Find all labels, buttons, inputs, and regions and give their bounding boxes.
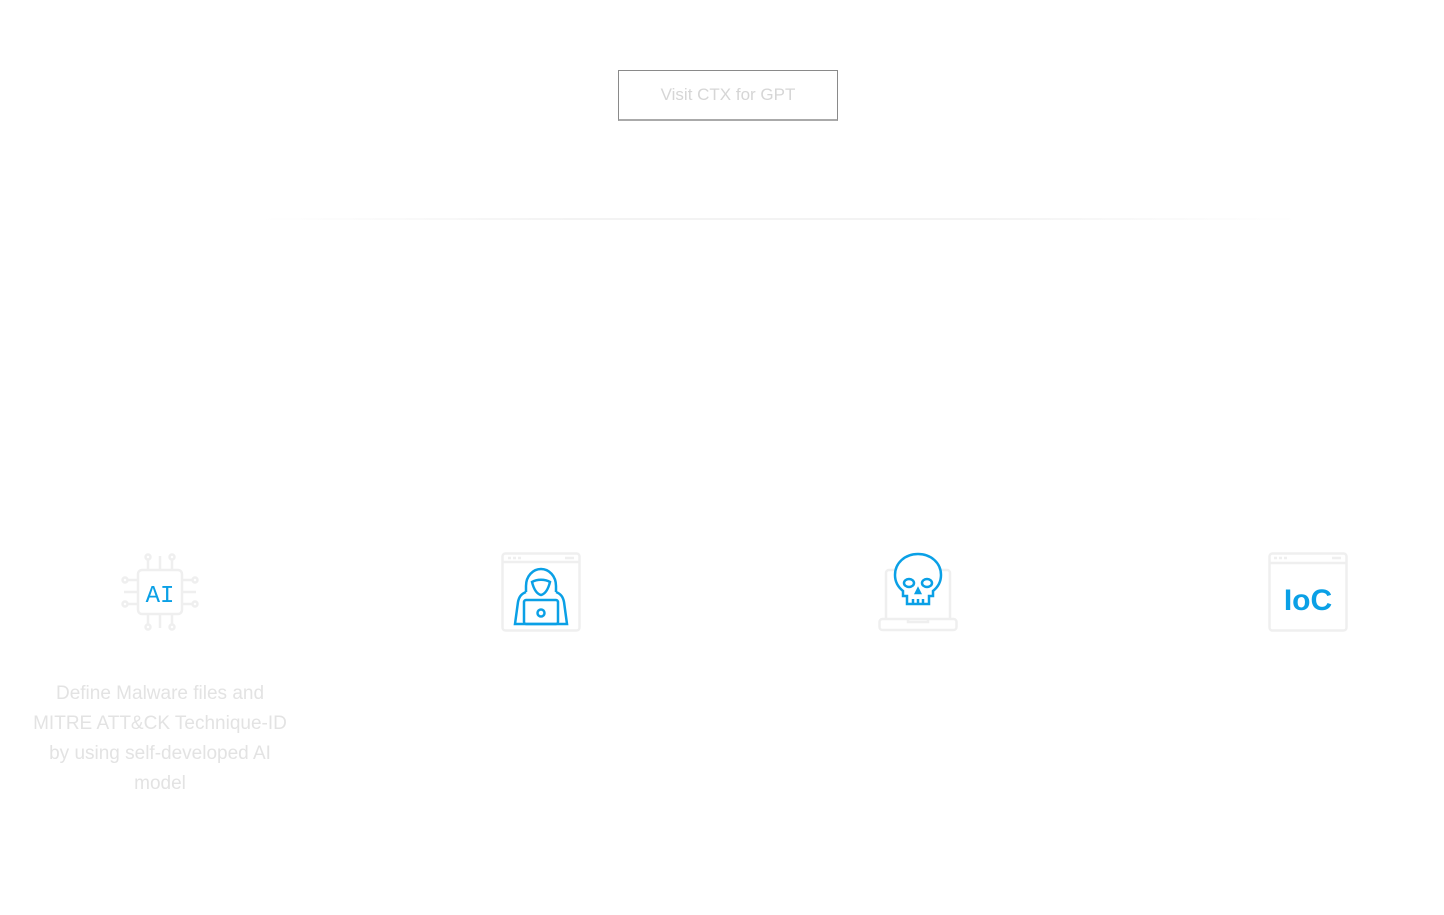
- section-divider: [260, 218, 1300, 220]
- svg-text:IoC: IoC: [1284, 584, 1332, 617]
- hacker-icon: [501, 552, 581, 632]
- ai-chip-icon: AI: [121, 553, 199, 631]
- svg-text:AI: AI: [146, 583, 175, 610]
- feature-hacker: [406, 552, 676, 632]
- feature-description: Define Malware files and MITRE ATT&CK Te…: [33, 683, 287, 794]
- visit-ctx-gpt-button[interactable]: Visit CTX for GPT: [618, 70, 838, 121]
- feature-ai: AI Define Malware files and MITRE ATT&CK…: [25, 552, 295, 799]
- ioc-icon: IoC: [1268, 552, 1348, 632]
- skull-laptop-icon: [878, 552, 958, 632]
- feature-ioc: IoC: [1173, 552, 1443, 632]
- feature-skull: [783, 552, 1053, 632]
